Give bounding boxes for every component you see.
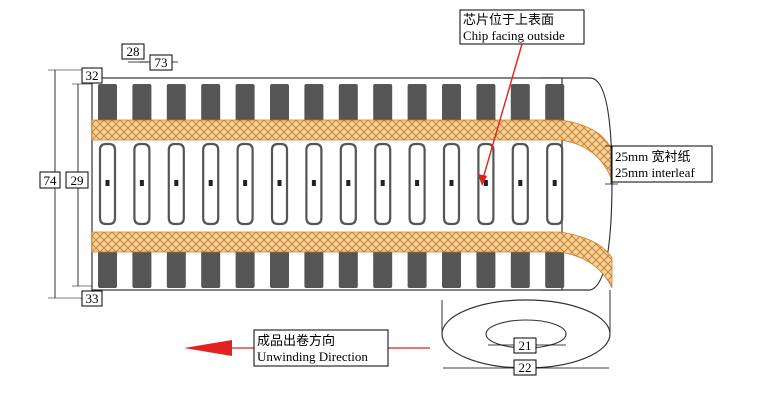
antenna-loop — [374, 142, 392, 226]
rfid-inlay — [545, 84, 565, 288]
chip — [208, 180, 213, 186]
rfid-inlay — [166, 84, 186, 288]
antenna-loop — [133, 142, 151, 226]
antenna-pad-top — [338, 84, 358, 122]
antenna-pad-bottom — [442, 250, 461, 288]
antenna-pad-top — [201, 84, 221, 122]
antenna-pad-bottom — [510, 250, 530, 288]
antenna-pad-top — [373, 84, 393, 122]
antenna-pad-bottom — [270, 250, 289, 288]
bottom-margin-value: 33 — [86, 291, 99, 306]
chip — [346, 180, 351, 186]
rfid-inlay — [338, 84, 358, 288]
antenna-pad-bottom — [98, 250, 117, 288]
callout-arrowhead — [478, 174, 487, 186]
chip — [449, 180, 454, 186]
chip — [483, 180, 488, 186]
rfid-inlay — [235, 84, 255, 288]
direction-line-en: Unwinding Direction — [257, 349, 368, 364]
unwinding-direction: 成品出卷方向 Unwinding Direction — [184, 329, 430, 367]
antenna-loop — [511, 142, 529, 226]
antenna-pad-top — [166, 84, 186, 122]
chip — [139, 180, 144, 186]
antenna-pad-bottom — [476, 250, 496, 288]
rfid-inlay — [201, 84, 221, 288]
pitch-value: 28 — [127, 44, 140, 59]
antenna-pad-bottom — [166, 250, 186, 288]
gap-value: 73 — [155, 55, 168, 70]
antenna-pad-top — [270, 84, 289, 122]
interleaf-line-en: 25mm interleaf — [615, 165, 695, 180]
antenna-loop — [339, 142, 357, 226]
total-height-value: 74 — [44, 173, 58, 188]
antenna-pad-bottom — [373, 250, 393, 288]
antenna-loop — [442, 142, 461, 226]
antenna-loop — [477, 142, 495, 226]
rfid-inlay — [304, 84, 324, 288]
antenna-pad-bottom — [304, 250, 324, 288]
antenna-pad-bottom — [407, 250, 427, 288]
antenna-pad-top — [304, 84, 324, 122]
gap-dimension: 73 — [140, 54, 178, 71]
rfid-inlay — [270, 84, 289, 288]
direction-line-cn: 成品出卷方向 — [257, 333, 335, 348]
height-dimensions: 32 74 29 33 — [39, 67, 103, 307]
rfid-inlay — [132, 84, 152, 288]
antenna-loop — [202, 142, 220, 226]
antenna-pad-bottom — [338, 250, 358, 288]
interleaf-bottom — [91, 231, 613, 289]
chip — [174, 180, 179, 186]
core-diameter-value: 21 — [519, 338, 532, 353]
antenna-loop — [167, 142, 185, 226]
roll-diameter-value: 22 — [519, 360, 532, 375]
roll-end: 21 22 — [441, 290, 611, 376]
chip-callout: 芯片位于上表面 Chip facing outside — [459, 9, 585, 186]
antenna-pad-top — [132, 84, 152, 122]
chip — [518, 180, 523, 186]
antenna-pad-top — [476, 84, 496, 122]
chip — [105, 180, 110, 186]
antenna-loop — [98, 142, 117, 226]
antenna-pad-top — [407, 84, 427, 122]
chip — [243, 180, 248, 186]
antenna-pad-top — [235, 84, 255, 122]
direction-arrow-icon — [184, 340, 232, 356]
interleaf-line-cn: 25mm 宽衬纸 — [615, 149, 690, 164]
rfid-inlay — [373, 84, 393, 288]
chip — [552, 180, 557, 186]
antenna-pad-bottom — [201, 250, 221, 288]
top-margin-value: 32 — [86, 68, 99, 83]
rfid-inlay — [510, 84, 530, 288]
callout-line-en: Chip facing outside — [463, 28, 565, 43]
antenna-pad-bottom — [545, 250, 565, 288]
rfid-inlay — [476, 84, 496, 288]
interleaf-callout: 25mm 宽衬纸 25mm interleaf — [605, 145, 713, 185]
chip — [277, 180, 282, 186]
antenna-loop — [270, 142, 289, 226]
antenna-pad-bottom — [235, 250, 255, 288]
antenna-loop — [408, 142, 426, 226]
inner-height-value: 29 — [71, 173, 84, 188]
inlay-group — [98, 84, 565, 288]
antenna-pad-top — [98, 84, 117, 122]
antenna-pad-bottom — [132, 250, 152, 288]
antenna-loop — [305, 142, 323, 226]
callout-arrow — [481, 43, 523, 183]
rfid-inlay — [98, 84, 117, 288]
callout-line-cn: 芯片位于上表面 — [463, 12, 554, 27]
pitch-dimension: 28 — [121, 43, 148, 63]
rfid-inlay — [407, 84, 427, 288]
antenna-pad-top — [442, 84, 461, 122]
rfid-inlay — [442, 84, 461, 288]
chip — [415, 180, 420, 186]
antenna-pad-top — [545, 84, 565, 122]
chip — [311, 180, 316, 186]
chip — [380, 180, 385, 186]
antenna-pad-top — [510, 84, 530, 122]
antenna-loop — [236, 142, 254, 226]
antenna-loop — [546, 142, 564, 226]
